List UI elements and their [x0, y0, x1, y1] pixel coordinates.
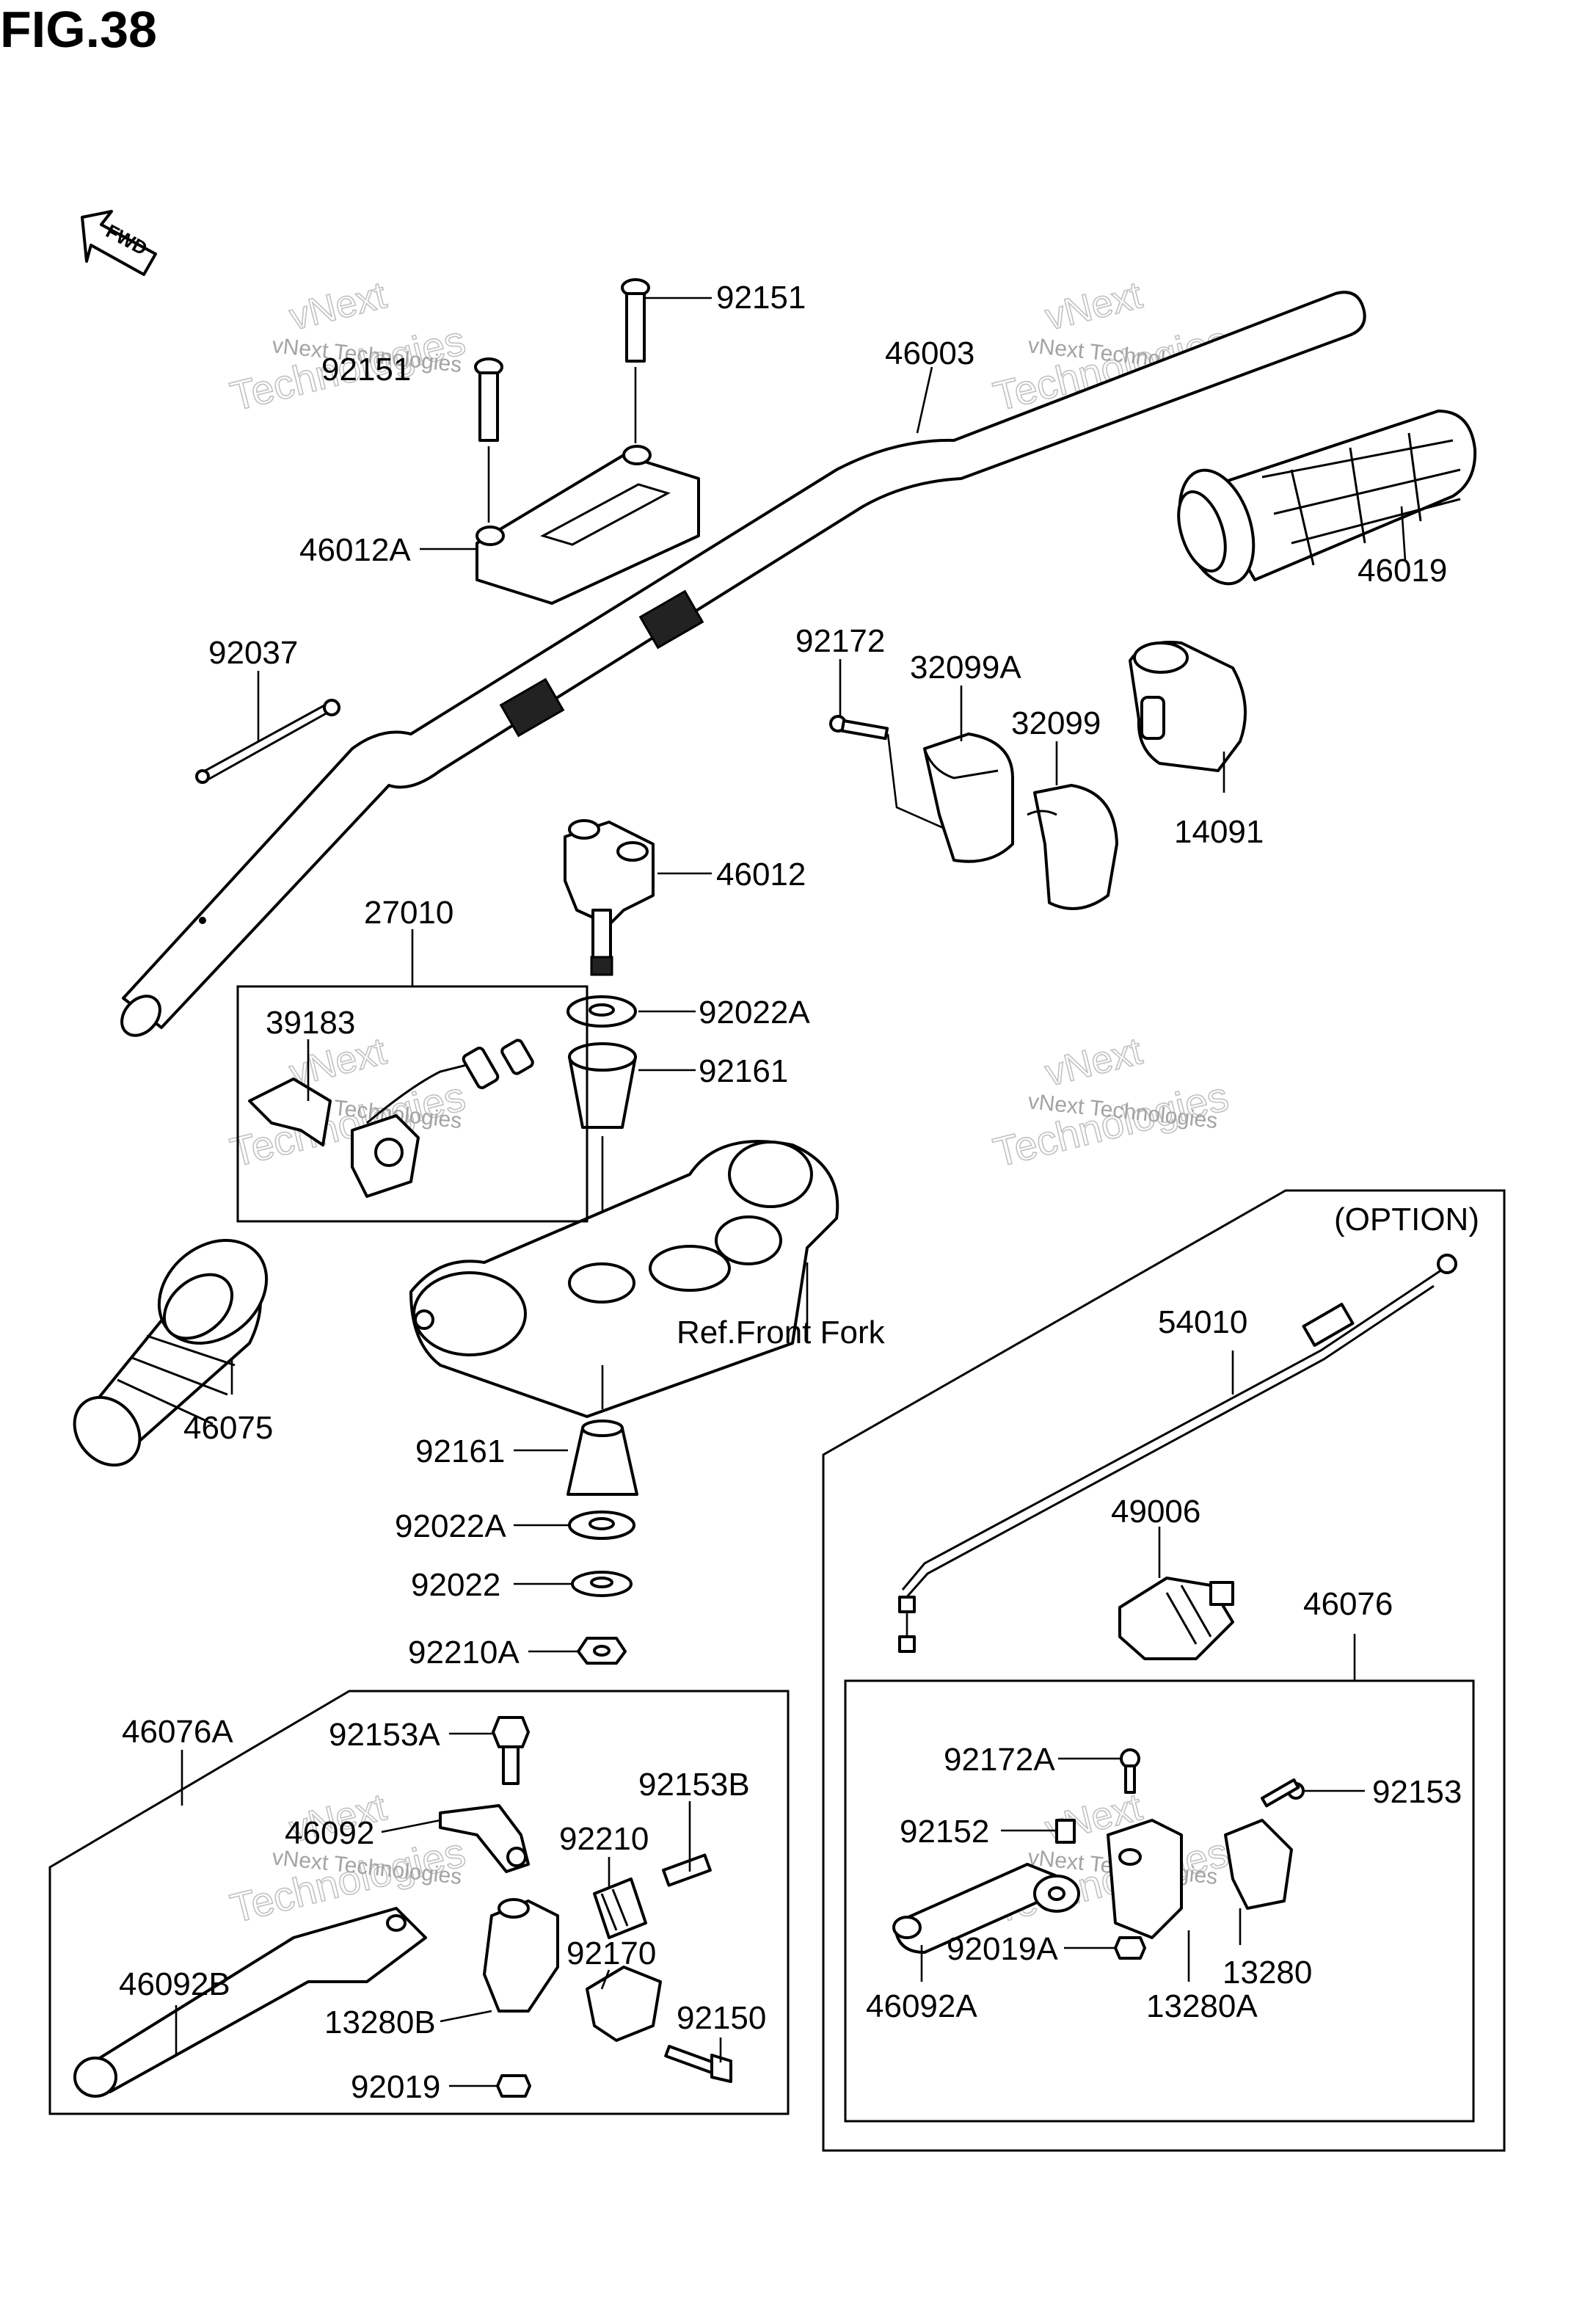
- bolt-92172A: [1120, 1748, 1140, 1794]
- nut-92019A: [1114, 1936, 1146, 1960]
- label-46092: 46092: [285, 1815, 374, 1851]
- grip-left: [73, 1238, 269, 1467]
- bolt-92150: [664, 2045, 732, 2083]
- label-54010: 54010: [1158, 1304, 1247, 1340]
- watermark-4: vNext Technologies vNext Technologies: [988, 1029, 1234, 1176]
- bolt-92151-left: [474, 357, 503, 523]
- adjuster-92210: [593, 1877, 647, 1939]
- label-92022A-top: 92022A: [699, 995, 810, 1030]
- reference-note: Ref.Front Fork: [677, 1315, 886, 1351]
- watermark-1: vNext Technologies vNext Technologies: [225, 273, 470, 420]
- label-92019A: 92019A: [947, 1931, 1058, 1967]
- label-27010: 27010: [364, 895, 453, 931]
- label-13280A: 13280A: [1146, 1988, 1258, 2024]
- label-92022: 92022: [411, 1567, 500, 1603]
- label-14091: 14091: [1174, 814, 1264, 850]
- label-92019: 92019: [351, 2069, 440, 2105]
- label-92022A-bottom: 92022A: [395, 1508, 506, 1544]
- brake-lever-box: [48, 1690, 790, 2115]
- nut-92019: [496, 2074, 531, 2098]
- bolt-92153A: [492, 1716, 530, 1785]
- svg-text:vNext: vNext: [1041, 1030, 1147, 1095]
- bolt-92153B: [661, 1853, 712, 1887]
- label-92037: 92037: [208, 635, 298, 671]
- bolt-92153: [1260, 1778, 1305, 1808]
- label-92151-top: 92151: [716, 280, 806, 316]
- label-46075: 46075: [183, 1410, 273, 1446]
- label-13280: 13280: [1222, 1955, 1312, 1991]
- clutch-cable: [898, 1254, 1457, 1653]
- lever-clamp-13280: [1224, 1819, 1293, 1910]
- cable-adjuster: [1118, 1577, 1234, 1660]
- damper-92161-top: [568, 1042, 637, 1129]
- grip-right: [1177, 410, 1477, 586]
- label-92153: 92153: [1372, 1774, 1462, 1810]
- label-92210: 92210: [559, 1821, 649, 1857]
- leader-lines: [175, 297, 1407, 2087]
- cotter-pin: [195, 699, 340, 784]
- label-92152: 92152: [900, 1814, 989, 1850]
- throttle-housing-upper: [923, 733, 1014, 863]
- label-46003: 46003: [885, 335, 974, 371]
- part-labels: 92151 92151 46003 46012A 46019 92037 921…: [119, 280, 1479, 2105]
- label-92153A: 92153A: [329, 1717, 440, 1753]
- nut-92210A: [577, 1637, 627, 1665]
- option-group-outline: [822, 1189, 1506, 2152]
- washer-92022A-top: [566, 995, 637, 1028]
- label-39183: 39183: [266, 1005, 355, 1041]
- handlebar-holder: [564, 819, 655, 976]
- triple-clamp: [409, 1140, 839, 1418]
- label-92161-bottom: 92161: [415, 1433, 505, 1469]
- lever-46092B: [73, 1907, 427, 2098]
- figure-title: FIG.38: [0, 1, 157, 58]
- handlebar-clamp-upper: [475, 445, 700, 605]
- label-92172: 92172: [795, 623, 885, 659]
- label-92170: 92170: [566, 1935, 656, 1971]
- label-46019: 46019: [1358, 553, 1447, 589]
- lever-bracket-13280A: [1107, 1819, 1183, 1939]
- watermark-5: vNext Technologies vNext Technologies: [225, 1785, 470, 1932]
- clutch-lever-box: [844, 1679, 1475, 2123]
- label-49006: 49006: [1111, 1494, 1200, 1530]
- damper-92161-bottom: [566, 1419, 638, 1496]
- clutch-lever: [892, 1863, 1080, 1954]
- label-32099: 32099: [1011, 705, 1101, 741]
- svg-text:vNext: vNext: [1041, 274, 1147, 339]
- label-92153B: 92153B: [638, 1767, 750, 1803]
- washer-92022: [571, 1571, 633, 1597]
- label-92151-left: 92151: [321, 352, 411, 388]
- label-92210A: 92210A: [408, 1635, 520, 1671]
- label-46092B: 46092B: [119, 1966, 230, 2002]
- fwd-arrow-icon: FWD: [81, 210, 157, 276]
- option-label: (OPTION): [1334, 1202, 1479, 1237]
- handlebar: [120, 291, 1366, 1037]
- label-92161-top: 92161: [699, 1053, 788, 1089]
- bolt-92151-top: [621, 278, 650, 443]
- washer-92022A-bottom: [568, 1511, 635, 1540]
- bolt-92172: [829, 715, 947, 831]
- collar-92152: [1055, 1819, 1076, 1844]
- throttle-cover: [1129, 641, 1247, 793]
- label-92172A: 92172A: [944, 1742, 1055, 1778]
- label-13280B: 13280B: [324, 2004, 436, 2040]
- svg-text:vNext: vNext: [285, 274, 391, 339]
- clamp-92170: [586, 1966, 662, 2042]
- label-92150: 92150: [677, 2000, 766, 2036]
- label-46012: 46012: [716, 857, 806, 893]
- label-46076A: 46076A: [122, 1714, 233, 1750]
- label-46076: 46076: [1303, 1586, 1393, 1622]
- label-46012A: 46012A: [299, 532, 411, 568]
- label-32099A: 32099A: [910, 650, 1021, 686]
- kill-switch: [248, 1039, 534, 1198]
- bracket-13280B: [483, 1898, 559, 2013]
- throttle-housing-lower: [1027, 784, 1118, 910]
- lever-46092: [439, 1804, 530, 1873]
- label-46092A: 46092A: [866, 1988, 977, 2024]
